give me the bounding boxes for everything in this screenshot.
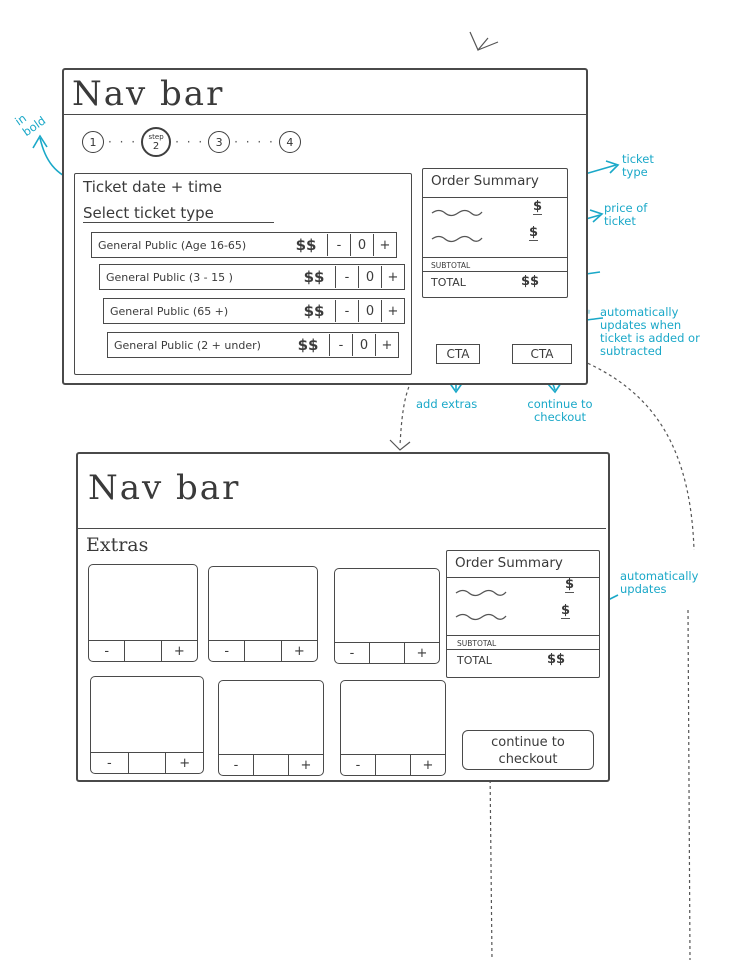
line-item-squiggle — [431, 235, 483, 243]
increment-button[interactable]: + — [381, 300, 404, 322]
step-1[interactable]: 1 — [82, 131, 104, 153]
decrement-button[interactable]: - — [355, 757, 361, 773]
line-item-squiggle — [455, 613, 507, 621]
quantity-value — [124, 641, 160, 661]
ticket-price: $$ — [303, 268, 325, 286]
decrement-button[interactable]: - — [224, 643, 230, 659]
ticket-label: General Public (65 +) — [110, 304, 229, 318]
decrement-button[interactable]: - — [104, 643, 110, 659]
add-extras-cta-button[interactable]: CTA — [436, 344, 480, 364]
line-item-price: $ — [565, 577, 575, 593]
ticket-label: General Public (Age 16-65) — [98, 238, 247, 252]
extras-heading: Extras — [86, 534, 149, 556]
flow-line-to-checkout — [559, 351, 695, 551]
ticket-row: General Public (2 + under) $$ - 0 + — [107, 332, 399, 358]
line-item-price: $ — [561, 603, 571, 619]
order-summary: Order Summary $ $ SUBTOTAL TOTAL $$ — [446, 550, 600, 678]
annotation-ticket-type: ticket type — [622, 152, 654, 179]
quantity-value: 0 — [350, 234, 373, 256]
extra-item-tile[interactable]: - + — [218, 680, 324, 776]
total-value: $$ — [521, 274, 540, 289]
increment-button[interactable]: + — [410, 755, 445, 775]
screen-extras: Nav bar Extras - + - + - + - + - — [76, 452, 610, 782]
subtotal-label: SUBTOTAL — [457, 639, 497, 648]
annotation-continue-to-checkout: continue to checkout — [527, 397, 593, 424]
increment-button[interactable]: + — [375, 334, 398, 356]
quantity-value — [375, 755, 410, 775]
ticket-row: General Public (3 - 15 ) $$ - 0 + — [99, 264, 405, 290]
step-indicator: 1 · · · step 2 · · · 3 · · · · 4 — [82, 127, 301, 157]
line-item-price: $ — [533, 199, 543, 215]
quantity-value — [369, 643, 404, 663]
increment-button[interactable]: + — [373, 234, 396, 256]
order-summary: Order Summary $ $ SUBTOTAL TOTAL $$ — [422, 168, 568, 298]
decrement-button[interactable]: - — [327, 234, 350, 256]
total-label: TOTAL — [431, 276, 466, 289]
annotation-auto-updates-when: automatically updates when ticket is add… — [600, 305, 700, 358]
extra-item-tile[interactable]: - + — [208, 566, 318, 662]
order-summary-title: Order Summary — [431, 173, 539, 189]
quantity-value — [244, 641, 280, 661]
step-3[interactable]: 3 — [208, 131, 231, 153]
increment-button[interactable]: + — [381, 266, 404, 288]
annotation-add-extras: add extras — [416, 397, 478, 411]
annotation-price-of-ticket: price of ticket — [604, 201, 648, 228]
subtotal-label: SUBTOTAL — [431, 261, 471, 270]
step-4[interactable]: 4 — [278, 131, 301, 153]
quantity-value: 0 — [358, 300, 381, 322]
nav-bar-divider — [64, 114, 586, 115]
flow-line-checkout-down — [489, 767, 493, 961]
ticket-price: $$ — [295, 236, 317, 254]
extra-item-tile[interactable]: - + — [88, 564, 198, 662]
ticket-price: $$ — [297, 336, 319, 354]
flow-line-right-down — [687, 609, 691, 961]
extras-arrowhead — [389, 439, 411, 451]
nav-bar-title: Nav bar — [72, 74, 225, 114]
decrement-button[interactable]: - — [329, 334, 352, 356]
quantity-value — [127, 753, 166, 773]
extra-item-tile[interactable]: - + — [334, 568, 440, 664]
nav-bar-title: Nav bar — [88, 468, 241, 508]
decrement-button[interactable]: - — [335, 266, 358, 288]
annotation-auto-updates: automatically updates — [620, 569, 699, 596]
step-2-active[interactable]: step 2 — [141, 127, 172, 157]
line-item-squiggle — [455, 589, 507, 597]
increment-button[interactable]: + — [165, 753, 203, 773]
ticket-panel: Ticket date + time Select ticket type Ge… — [74, 173, 412, 375]
total-label: TOTAL — [457, 654, 492, 667]
nav-bar-divider — [78, 528, 606, 529]
decrement-button[interactable]: - — [335, 300, 358, 322]
continue-checkout-cta-button[interactable]: CTA — [512, 344, 572, 364]
ticket-label: General Public (2 + under) — [114, 338, 261, 352]
increment-button[interactable]: + — [280, 641, 317, 661]
order-summary-title: Order Summary — [455, 555, 563, 571]
ticket-price: $$ — [303, 302, 325, 320]
extra-item-tile[interactable]: - + — [340, 680, 446, 776]
ticket-row: General Public (Age 16-65) $$ - 0 + — [91, 232, 397, 258]
increment-button[interactable]: + — [288, 755, 323, 775]
step-2-prefix: step — [148, 133, 164, 141]
decrement-button[interactable]: - — [106, 755, 112, 771]
ticket-row: General Public (65 +) $$ - 0 + — [103, 298, 405, 324]
line-item-squiggle — [431, 209, 483, 217]
continue-to-checkout-button[interactable]: continue to checkout — [462, 730, 594, 770]
ticket-date-time-heading: Ticket date + time — [83, 178, 222, 196]
ticket-label: General Public (3 - 15 ) — [106, 270, 233, 284]
increment-button[interactable]: + — [404, 643, 439, 663]
select-ticket-heading: Select ticket type — [83, 204, 274, 223]
screen-ticket-selection: Nav bar 1 · · · step 2 · · · 3 · · · · 4… — [62, 68, 588, 385]
decrement-button[interactable]: - — [233, 757, 239, 773]
extra-item-tile[interactable]: - + — [90, 676, 204, 774]
decrement-button[interactable]: - — [349, 645, 355, 661]
quantity-value: 0 — [358, 266, 381, 288]
step-2-number: 2 — [152, 141, 160, 152]
quantity-value — [253, 755, 288, 775]
quantity-value: 0 — [352, 334, 375, 356]
total-value: $$ — [547, 652, 566, 667]
line-item-price: $ — [529, 225, 539, 241]
increment-button[interactable]: + — [160, 641, 197, 661]
